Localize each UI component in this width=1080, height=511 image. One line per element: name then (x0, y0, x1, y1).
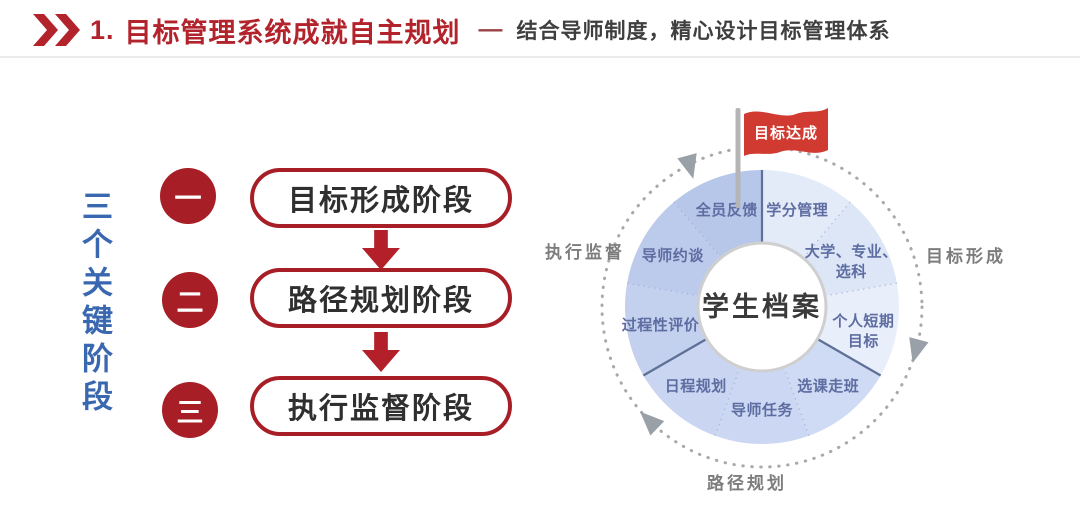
ring-segment-3 (817, 283, 899, 376)
stage-numeral-2: 二 (176, 287, 204, 318)
ring-segment-label: 全员反馈 (695, 201, 758, 219)
ring-segment-label: 导师约谈 (642, 247, 705, 265)
stage-badge-3: 三 (162, 382, 218, 438)
phase-label-left: 执行监督 (545, 242, 625, 262)
cycle-arrow-icon (640, 411, 665, 436)
segment-divider-line (673, 201, 722, 259)
center-label: 学生档案 (702, 291, 822, 322)
vertical-section-title: 三个关键阶段 (77, 190, 112, 418)
ring-segment-label: 选课走班 (797, 377, 859, 395)
stage-numeral-3: 三 (176, 397, 204, 428)
ring-segment-1 (762, 170, 851, 258)
stage-numeral-1: 一 (174, 183, 202, 214)
stage-label-1: 目标形成阶段 (287, 185, 474, 217)
segment-divider-line (802, 201, 851, 259)
page-subtitle: 结合导师制度，精心设计目标管理体系 (516, 20, 891, 43)
down-arrow-icon (362, 332, 400, 372)
stage-badge-2: 二 (162, 272, 218, 328)
page-title: 目标管理系统成就自主规划 (124, 17, 461, 48)
phase-label-right: 目标形成 (926, 246, 1006, 266)
double-chevron-right-icon (33, 14, 80, 46)
stage-pill-2: 路径规划阶段 (250, 268, 512, 328)
cycle-arrow-icon (677, 153, 697, 179)
header-divider (0, 56, 1080, 58)
segment-divider-line (626, 282, 700, 297)
header-dash: — (478, 16, 503, 43)
segment-divider-line (824, 282, 898, 297)
ring-segment-label: 导师任务 (731, 401, 794, 419)
group-divider-line (816, 338, 882, 377)
ring-segment-8 (627, 202, 721, 296)
ring-segment-6 (643, 339, 741, 436)
ring-segment-label: 选科 (836, 263, 867, 281)
stage-pill-3: 执行监督阶段 (250, 376, 512, 436)
segment-divider-line (783, 366, 810, 436)
slide-header: 1. 目标管理系统成就自主规划 — 结合导师制度，精心设计目标管理体系 (32, 8, 891, 52)
stage-pill-1: 目标形成阶段 (250, 168, 512, 228)
ring-segment-7 (625, 283, 707, 376)
cycle-arrow-icon (909, 337, 929, 363)
goal-flag: 目标达成 (735, 108, 828, 208)
down-arrow-icon (362, 230, 400, 270)
center-circle (696, 241, 828, 373)
dashed-cycle-circle (600, 145, 924, 469)
ring-segment-label: 个人短期 (831, 312, 894, 330)
flag-icon (744, 108, 828, 156)
ring-segment-label: 日程规划 (665, 377, 727, 395)
stage-label-2: 路径规划阶段 (287, 285, 474, 317)
ring-segment-label: 大学、专业、 (805, 243, 898, 261)
ring-segment-4 (783, 339, 881, 436)
stage-badge-1: 一 (160, 168, 216, 224)
flag-label: 目标达成 (754, 124, 818, 142)
ring-segment-label: 过程性评价 (622, 316, 700, 334)
group-divider-line (642, 338, 708, 377)
ring-segment-label: 学分管理 (766, 201, 828, 219)
stage-label-3: 执行监督阶段 (287, 393, 474, 425)
flag-pole (735, 108, 741, 208)
header-number: 1. (90, 14, 115, 45)
ring-segment-5 (715, 367, 809, 444)
ring-segment-label: 目标 (848, 332, 879, 350)
ring-segment-2 (803, 202, 897, 296)
phase-label-bottom: 路径规划 (707, 473, 787, 493)
segment-divider-line (714, 366, 741, 436)
